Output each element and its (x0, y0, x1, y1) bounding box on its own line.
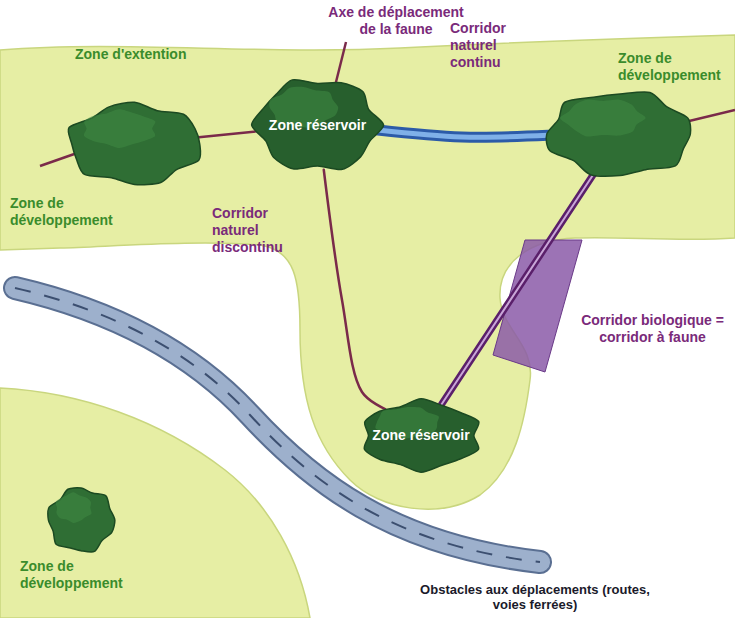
fauna-path (199, 131, 258, 137)
habitat-patch: Zone réservoir (250, 75, 385, 175)
fauna-axis (685, 110, 735, 122)
road-edge (15, 288, 540, 562)
forest-blob (540, 88, 700, 180)
road-dashes (15, 288, 540, 562)
forest-outline (68, 102, 200, 184)
forest-blob (62, 100, 207, 188)
fauna-path (324, 170, 385, 409)
zone-name: Zone réservoir (372, 427, 469, 444)
zone-label: Zone de développement (618, 50, 730, 84)
forest-highlight (84, 109, 156, 148)
corridor-label: Corridor biologique = corridor à faune (575, 312, 730, 346)
corridor-rail (442, 173, 595, 404)
forest-outline (252, 80, 384, 170)
river-bank (378, 130, 548, 137)
corridor-label: Corridor naturel discontinu (212, 205, 296, 256)
zone-name: Zone réservoir (269, 117, 366, 134)
forest-outline (48, 488, 115, 552)
habitat-patch: Zone de développement (62, 100, 207, 188)
forest-outline (364, 399, 479, 472)
fauna-path (442, 173, 595, 404)
corridor-label: Corridor naturel continu (450, 20, 528, 71)
road (15, 288, 540, 562)
axis-label: Axe de déplacement de la faune (320, 4, 472, 38)
land-lower (0, 388, 310, 618)
forest-blob (45, 485, 117, 555)
forest-highlight (56, 492, 92, 523)
corridor-band (493, 240, 582, 372)
forest-highlight (560, 100, 645, 137)
habitat-patch: Zone de développement (45, 485, 117, 555)
forest-outline (546, 92, 690, 176)
river-corridor (378, 130, 548, 137)
habitat-patch: Zone de développement (540, 88, 700, 180)
obstacle-label: Obstacles aux déplacements (routes, voie… (420, 582, 650, 612)
habitat-patch: Zone réservoir (357, 398, 485, 473)
zone-label: Zone de développement (20, 558, 132, 592)
zone-label: Zone d'extention (75, 46, 235, 63)
zone-label: Zone de développement (10, 195, 122, 229)
land-upper (0, 35, 735, 509)
